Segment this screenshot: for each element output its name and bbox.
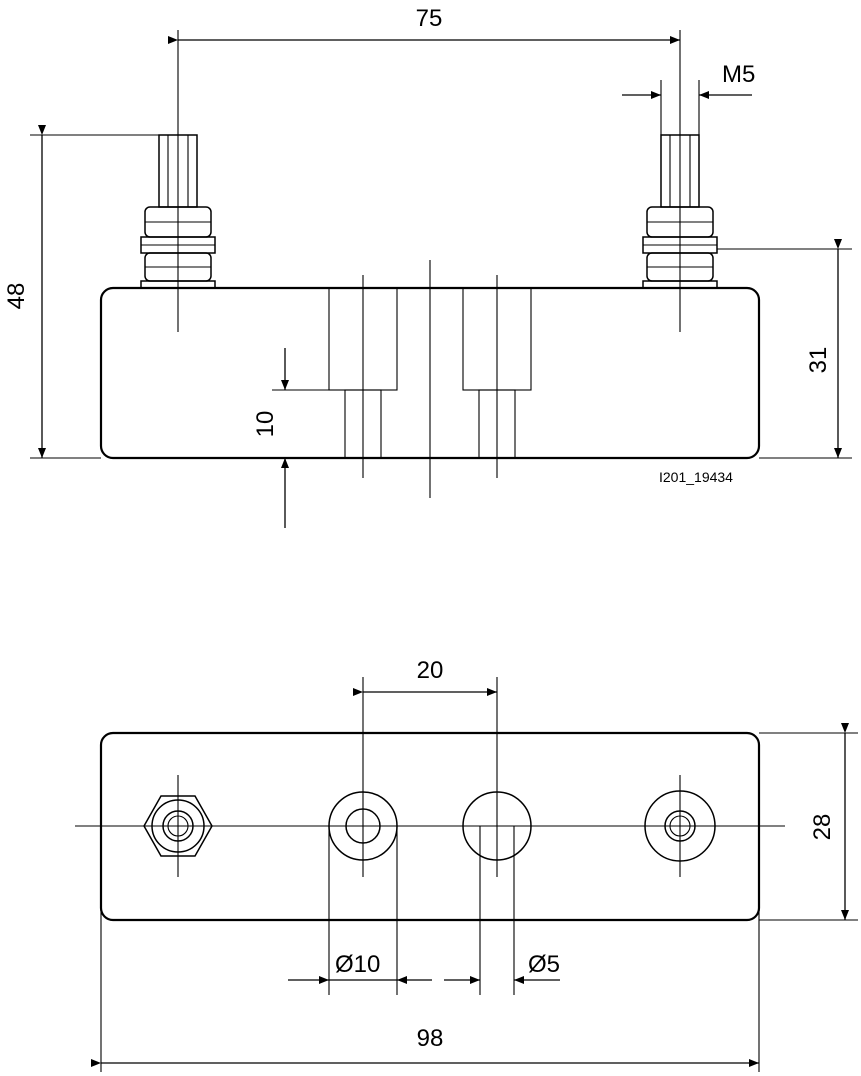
- dim-small-hole: Ø5: [444, 826, 560, 995]
- dim-total-height: 48: [3, 125, 159, 459]
- dim-31-label: 31: [805, 347, 832, 374]
- dim-d10-label: Ø10: [335, 951, 380, 978]
- dim-hole-spacing: 20: [353, 657, 497, 696]
- dim-total-length: 98: [91, 850, 760, 1072]
- mounting-holes-section: [328, 260, 532, 498]
- dim-large-hole: Ø10: [288, 826, 432, 995]
- right-terminal: [642, 75, 718, 332]
- dim-d5-label: Ø5: [528, 951, 560, 978]
- dim-98-label: 98: [417, 1025, 444, 1052]
- dim-48-label: 48: [3, 283, 30, 310]
- top-view: 20 28 Ø10 Ø5: [75, 657, 858, 1072]
- left-terminal: [140, 130, 216, 332]
- left-terminal-top: [143, 795, 213, 857]
- dim-m5-label: M5: [722, 61, 755, 88]
- mounting-hole-left: [328, 677, 398, 877]
- dim-base-height: 31: [717, 239, 852, 459]
- dim-hole-depth: 10: [252, 348, 345, 528]
- side-view: 75 M5 48 31 10: [3, 5, 852, 528]
- dim-terminal-spacing: 75: [168, 5, 681, 130]
- dim-20-label: 20: [417, 657, 444, 684]
- dim-thread: M5: [622, 61, 755, 135]
- dim-base-depth: 28: [759, 723, 858, 921]
- drawing-code: I201_19434: [659, 469, 733, 485]
- right-terminal-top: [644, 790, 716, 862]
- dim-75-label: 75: [416, 5, 443, 32]
- mounting-hole-right: [462, 677, 532, 877]
- dim-10-label: 10: [252, 411, 279, 438]
- dim-28-label: 28: [809, 814, 836, 841]
